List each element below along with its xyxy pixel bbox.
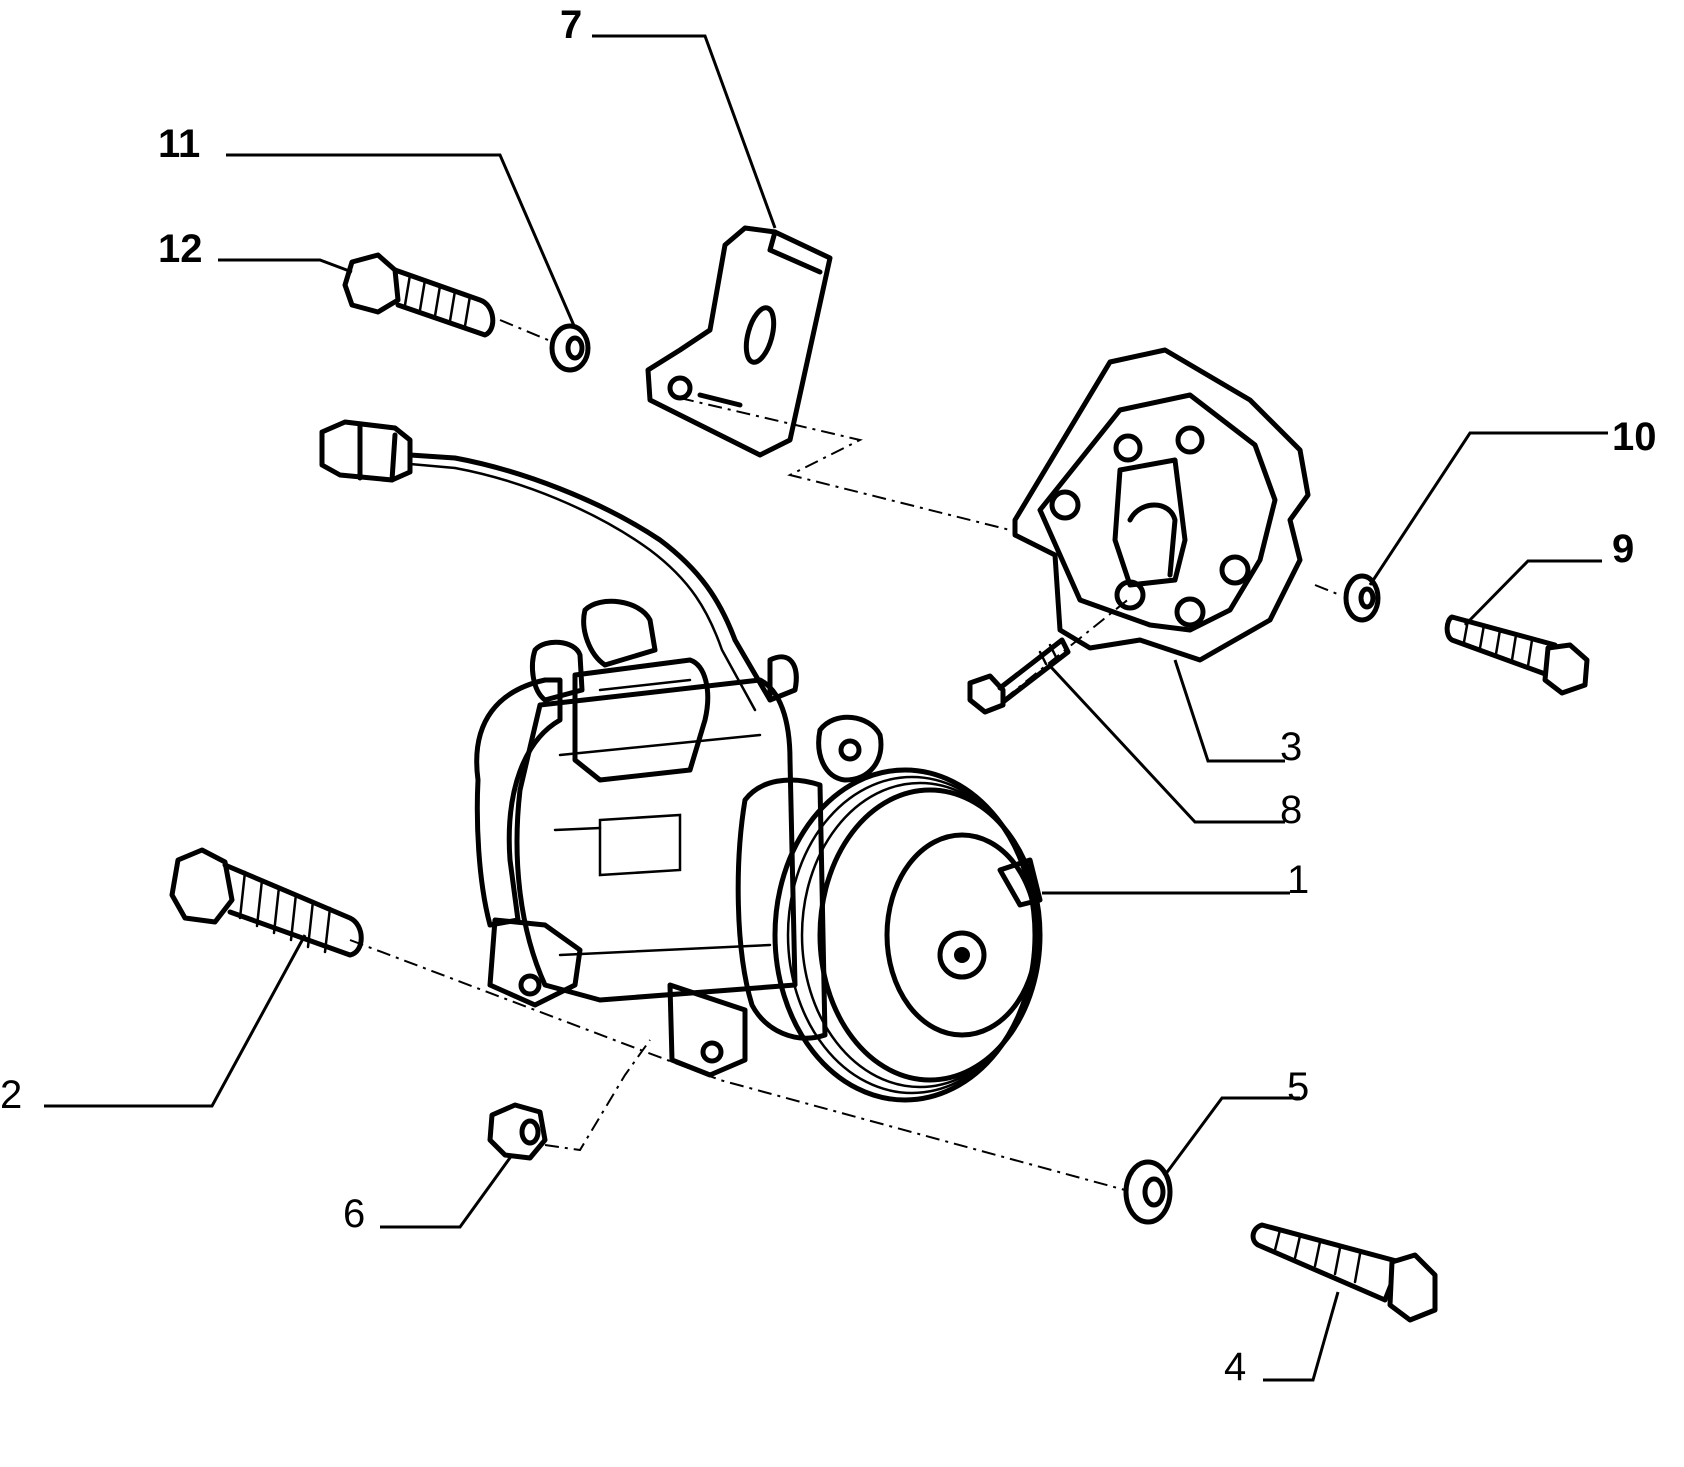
label-1: 1 — [1287, 858, 1309, 902]
label-2: 2 — [0, 1073, 22, 1117]
label-4: 4 — [1224, 1345, 1246, 1389]
washer-11 — [549, 323, 591, 373]
bracket — [645, 225, 833, 458]
part-labels: 7 11 12 10 9 3 8 1 2 5 6 4 — [0, 3, 1657, 1389]
bolt-2 — [169, 847, 364, 958]
bolt-12 — [342, 252, 496, 338]
leader-lines — [44, 34, 1608, 1382]
label-11: 11 — [158, 122, 200, 166]
washer-5 — [1123, 1159, 1173, 1225]
washer-10 — [1343, 573, 1381, 623]
label-8: 8 — [1280, 788, 1302, 832]
nut-6 — [487, 1102, 548, 1161]
label-3: 3 — [1280, 725, 1302, 769]
label-6: 6 — [343, 1192, 365, 1236]
label-10: 10 — [1612, 415, 1657, 459]
label-12: 12 — [158, 227, 203, 271]
assembly-lines — [349, 319, 1341, 1191]
label-5: 5 — [1287, 1065, 1309, 1109]
wiring-connector — [319, 419, 773, 712]
bolt-9 — [1444, 614, 1590, 696]
mounting-bracket — [1012, 347, 1311, 663]
bolt-4 — [1250, 1222, 1438, 1323]
label-9: 9 — [1612, 527, 1634, 571]
compressor — [474, 598, 1043, 1103]
bolt-8 — [967, 637, 1071, 715]
label-7: 7 — [560, 3, 582, 47]
